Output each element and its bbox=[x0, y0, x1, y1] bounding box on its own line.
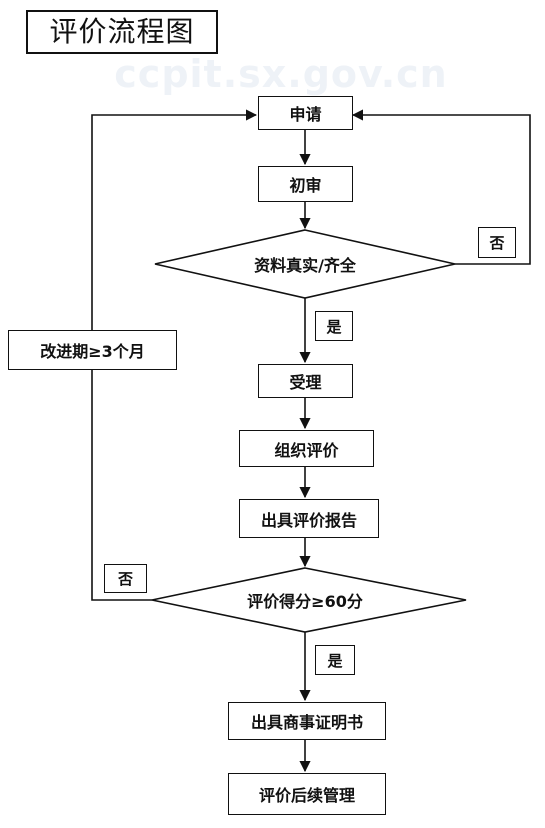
decision-score-text: 评价得分≥60分 bbox=[247, 592, 363, 611]
step-issue-certificate: 出具商事证明书 bbox=[228, 702, 386, 740]
step-post-management: 评价后续管理 bbox=[228, 773, 386, 815]
decision-documents-text: 资料真实/齐全 bbox=[254, 256, 356, 275]
step-initial-review: 初审 bbox=[258, 166, 353, 202]
arrow-no-back-to-apply bbox=[351, 109, 531, 265]
improvement-period-box: 改进期≥3个月 bbox=[8, 330, 177, 370]
watermark: ccpit.sx.gov.cn bbox=[114, 52, 448, 96]
step-accept: 受理 bbox=[258, 364, 353, 398]
decision-diamond-documents bbox=[154, 229, 456, 299]
step-issue-report: 出具评价报告 bbox=[239, 499, 379, 538]
yes-label-1: 是 bbox=[315, 311, 353, 341]
yes-label-2: 是 bbox=[315, 645, 355, 675]
step-organize-evaluation: 组织评价 bbox=[239, 430, 374, 467]
no-label-1: 否 bbox=[478, 227, 516, 258]
no-label-2: 否 bbox=[104, 564, 147, 593]
decision-diamond-score bbox=[151, 567, 467, 633]
page-title: 评价流程图 bbox=[26, 10, 218, 54]
step-apply: 申请 bbox=[258, 96, 353, 130]
